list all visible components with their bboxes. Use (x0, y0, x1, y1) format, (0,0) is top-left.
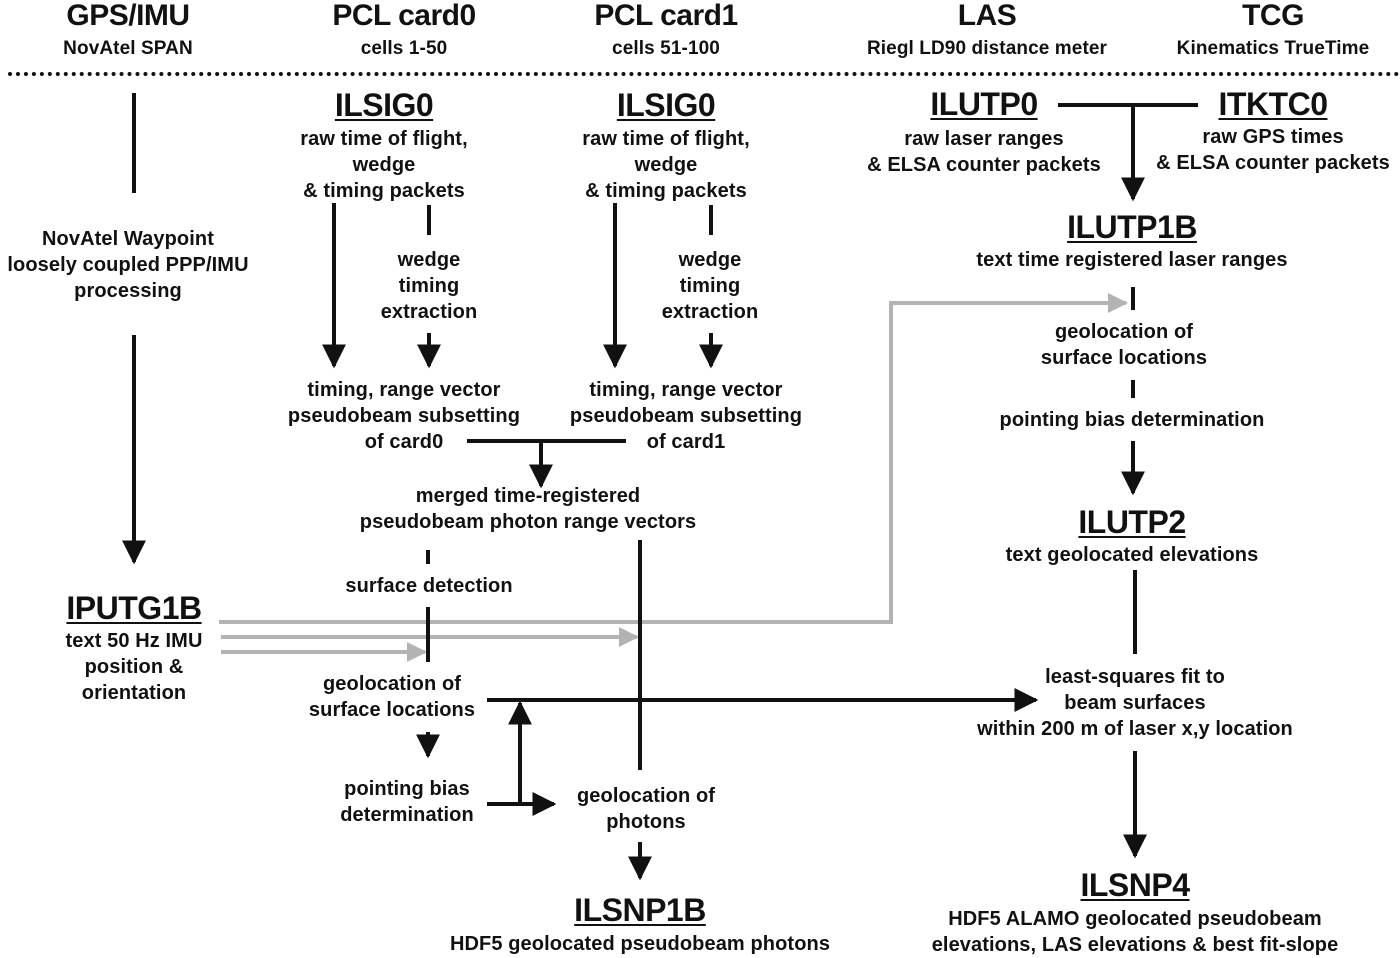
product-ilsig0-card1: ILSIG0 (616, 87, 716, 123)
product-iputg1b-desc: text 50 Hz IMU position & orientation (65, 630, 203, 704)
product-itktc0-desc: raw GPS times & ELSA counter packets (1156, 126, 1390, 174)
column-header-pcl-card1: PCL card1 (594, 0, 738, 32)
product-ilutp1b-desc: text time registered laser ranges (976, 249, 1288, 271)
column-subtitle-gps-imu: NovAtel SPAN (63, 38, 193, 59)
wedge-timing-extraction-card1: wedge timing extraction (661, 249, 759, 323)
column-header-las: LAS (957, 0, 1017, 32)
merged-range-vectors-step: merged time-registered pseudobeam photon… (359, 485, 697, 533)
product-ilsig0-card1-desc: raw time of flight, wedge & timing packe… (582, 128, 750, 202)
product-ilsig0-card0: ILSIG0 (334, 87, 434, 123)
gps-processing-step: NovAtel Waypoint loosely coupled PPP/IMU… (7, 228, 249, 302)
pseudobeam-subsetting-card1: timing, range vector pseudobeam subsetti… (569, 379, 803, 453)
product-ilsnp4-desc: HDF5 ALAMO geolocated pseudobeam elevati… (931, 908, 1339, 956)
product-ilutp0: ILUTP0 (930, 86, 1038, 122)
product-iputg1b: IPUTG1B (66, 590, 202, 626)
wedge-timing-extraction-card0: wedge timing extraction (380, 249, 478, 323)
product-ilsnp1b: ILSNP1B (574, 892, 706, 928)
column-subtitle-las: Riegl LD90 distance meter (866, 38, 1108, 59)
product-ilutp2-desc: text geolocated elevations (1005, 544, 1259, 566)
column-header-gps-imu: GPS/IMU (66, 0, 190, 32)
column-subtitle-pcl-card0: cells 1-50 (360, 38, 448, 59)
header-divider (8, 72, 1400, 76)
product-ilsnp4: ILSNP4 (1080, 867, 1190, 903)
geolocation-surface-step-las: geolocation of surface locations (1040, 321, 1208, 369)
product-itktc0: ITKTC0 (1218, 86, 1329, 122)
pointing-bias-step-photon: pointing bias determination (340, 778, 474, 826)
column-subtitle-tcg: Kinematics TrueTime (1176, 38, 1370, 59)
pseudobeam-subsetting-card0: timing, range vector pseudobeam subsetti… (287, 379, 521, 453)
product-ilutp2: ILUTP2 (1078, 504, 1186, 540)
least-squares-fit-step: least-squares fit to beam surfaces withi… (977, 666, 1293, 740)
pointing-bias-step-las: pointing bias determination (999, 409, 1265, 431)
product-ilutp0-desc: raw laser ranges & ELSA counter packets (867, 128, 1101, 176)
column-header-pcl-card0: PCL card0 (332, 0, 476, 32)
product-ilutp1b: ILUTP1B (1067, 209, 1197, 245)
surface-detection-step: surface detection (345, 575, 513, 597)
product-ilsig0-card0-desc: raw time of flight, wedge & timing packe… (300, 128, 468, 202)
column-header-tcg: TCG (1242, 0, 1304, 32)
column-subtitle-pcl-card1: cells 51-100 (612, 38, 720, 59)
geolocation-photons-step: geolocation of photons (576, 785, 716, 833)
product-ilsnp1b-desc: HDF5 geolocated pseudobeam photons (449, 933, 831, 955)
geolocation-surface-step-photon: geolocation of surface locations (308, 673, 476, 721)
